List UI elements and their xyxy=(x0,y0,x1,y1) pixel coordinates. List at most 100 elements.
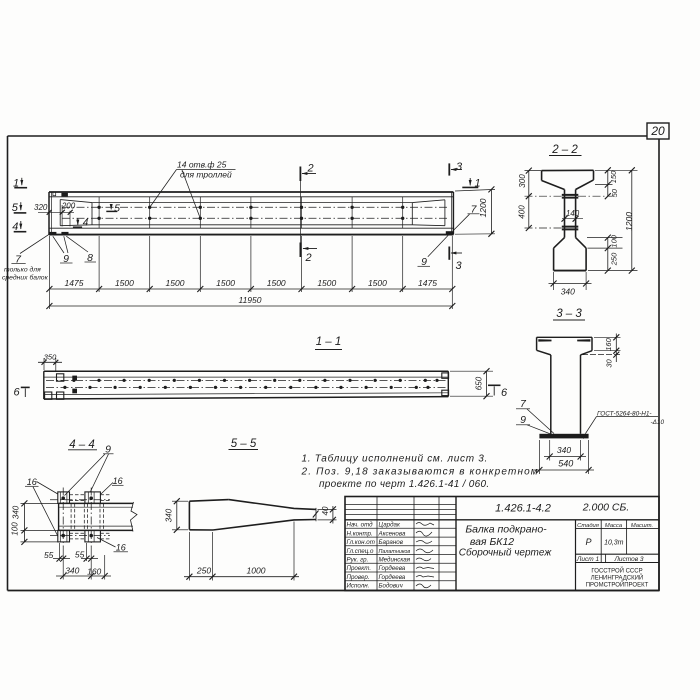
svg-text:1500: 1500 xyxy=(115,278,134,288)
svg-text:40: 40 xyxy=(321,506,330,515)
svg-text:Цардак: Цардак xyxy=(379,522,401,529)
svg-text:1475: 1475 xyxy=(65,278,84,288)
svg-text:6: 6 xyxy=(501,387,508,399)
svg-text:540: 540 xyxy=(558,459,573,469)
svg-text:100: 100 xyxy=(610,234,619,247)
svg-text:3 – 3: 3 – 3 xyxy=(556,308,582,320)
svg-text:340: 340 xyxy=(561,287,575,297)
svg-text:55: 55 xyxy=(44,550,54,560)
svg-text:1.426.1-4.2: 1.426.1-4.2 xyxy=(495,503,551,515)
svg-text:2. Поз. 9,18 заказываются в ко: 2. Поз. 9,18 заказываются в конкретном xyxy=(301,467,539,478)
svg-text:50: 50 xyxy=(610,188,619,197)
svg-text:Масса: Масса xyxy=(605,523,623,529)
svg-text:2 – 2: 2 – 2 xyxy=(551,144,578,156)
svg-text:4: 4 xyxy=(83,218,89,229)
svg-text:Стадия: Стадия xyxy=(577,523,599,529)
svg-text:340: 340 xyxy=(557,445,571,455)
svg-text:150: 150 xyxy=(609,170,618,183)
svg-text:Проект.: Проект. xyxy=(347,565,372,572)
svg-text:16: 16 xyxy=(113,476,123,486)
svg-text:9: 9 xyxy=(63,253,69,265)
svg-text:9: 9 xyxy=(520,414,526,426)
svg-text:Бодович: Бодович xyxy=(379,583,404,590)
svg-text:300: 300 xyxy=(518,174,527,188)
svg-text:4 – 4: 4 – 4 xyxy=(69,439,95,451)
svg-text:Рук. гр.: Рук. гр. xyxy=(347,557,369,564)
svg-text:Исполн.: Исполн. xyxy=(347,583,370,590)
svg-text:ГОССТРОЙ СССР: ГОССТРОЙ СССР xyxy=(591,567,642,575)
svg-text:3: 3 xyxy=(456,161,463,173)
svg-text:1500: 1500 xyxy=(317,278,336,288)
svg-text:340: 340 xyxy=(165,508,174,522)
svg-text:7: 7 xyxy=(471,204,478,216)
svg-text:340: 340 xyxy=(12,505,21,519)
svg-text:для троллей: для троллей xyxy=(180,170,232,180)
svg-text:Листов 3: Листов 3 xyxy=(613,556,643,563)
svg-text:ПРОМСТРОЙПРОЕКТ: ПРОМСТРОЙПРОЕКТ xyxy=(586,581,649,589)
svg-text:1475: 1475 xyxy=(418,278,437,288)
svg-text:2: 2 xyxy=(306,163,313,175)
svg-text:1: 1 xyxy=(474,178,480,190)
svg-text:5: 5 xyxy=(12,202,19,214)
svg-text:7: 7 xyxy=(520,398,527,410)
svg-text:Гордеева: Гордеева xyxy=(379,574,406,581)
svg-text:1500: 1500 xyxy=(368,278,387,288)
svg-text:Гл.кон.от: Гл.кон.от xyxy=(347,539,375,546)
svg-text:11950: 11950 xyxy=(238,295,261,305)
svg-text:проекте по черт 1.426.1-41 / 0: проекте по черт 1.426.1-41 / 060. xyxy=(319,479,489,490)
svg-text:средних балок: средних балок xyxy=(2,274,49,282)
svg-text:10,3т: 10,3т xyxy=(604,540,624,547)
svg-text:100: 100 xyxy=(11,522,20,536)
svg-text:Р: Р xyxy=(585,537,591,547)
svg-text:Провер.: Провер. xyxy=(347,574,370,581)
svg-text:1500: 1500 xyxy=(216,278,235,288)
svg-text:Палатников: Палатников xyxy=(379,549,411,555)
svg-text:1: 1 xyxy=(13,178,19,190)
svg-text:-Δ10: -Δ10 xyxy=(651,419,665,426)
svg-text:14 отв.ф 25: 14 отв.ф 25 xyxy=(177,160,227,170)
svg-text:Гордеева: Гордеева xyxy=(379,565,406,572)
svg-text:Мединская: Мединская xyxy=(379,557,411,564)
svg-text:30: 30 xyxy=(605,359,614,368)
svg-text:Баранов: Баранов xyxy=(379,539,404,546)
svg-text:ГОСТ-5264-80-Н1-: ГОСТ-5264-80-Н1- xyxy=(597,411,652,418)
svg-text:ЛЕНИНГРАДСКИЙ: ЛЕНИНГРАДСКИЙ xyxy=(591,574,644,582)
svg-text:250: 250 xyxy=(196,566,211,576)
svg-text:16: 16 xyxy=(27,477,37,487)
svg-text:1. Таблицу исполнений см. лис: 1. Таблицу исполнений см. лист 3. xyxy=(302,453,488,465)
svg-text:9: 9 xyxy=(105,444,111,456)
svg-text:4: 4 xyxy=(12,221,18,233)
svg-text:6: 6 xyxy=(13,387,20,399)
svg-text:Лист 1: Лист 1 xyxy=(576,556,600,563)
svg-text:Масшт.: Масшт. xyxy=(631,523,653,529)
svg-text:1 – 1: 1 – 1 xyxy=(316,336,342,348)
svg-text:20: 20 xyxy=(650,124,665,138)
svg-text:5: 5 xyxy=(114,203,120,215)
svg-text:вая БК12: вая БК12 xyxy=(470,536,514,548)
svg-text:2: 2 xyxy=(304,252,311,264)
svg-text:7: 7 xyxy=(15,254,22,266)
svg-text:2.000 СБ.: 2.000 СБ. xyxy=(582,502,630,514)
svg-text:3: 3 xyxy=(455,260,462,272)
svg-text:200: 200 xyxy=(61,202,76,211)
svg-text:140: 140 xyxy=(566,209,580,218)
svg-text:160: 160 xyxy=(87,567,101,577)
svg-text:1000: 1000 xyxy=(247,566,266,576)
svg-text:160: 160 xyxy=(604,337,613,350)
svg-text:16: 16 xyxy=(116,543,126,553)
svg-text:1500: 1500 xyxy=(267,278,286,288)
svg-text:8: 8 xyxy=(87,252,93,264)
svg-text:1200: 1200 xyxy=(624,212,634,231)
svg-text:только для: только для xyxy=(4,266,41,274)
svg-text:1200: 1200 xyxy=(478,198,488,217)
svg-text:Сборочный чертеж: Сборочный чертеж xyxy=(459,547,553,559)
svg-text:Н.контр.: Н.контр. xyxy=(347,530,373,537)
svg-text:650: 650 xyxy=(475,376,484,390)
svg-text:Аксенова: Аксенова xyxy=(378,530,406,537)
svg-text:55: 55 xyxy=(75,550,85,560)
svg-text:250: 250 xyxy=(610,252,619,266)
svg-text:Гл.спец.о: Гл.спец.о xyxy=(347,548,374,555)
svg-text:Балка подкрано-: Балка подкрано- xyxy=(465,524,547,536)
svg-text:320: 320 xyxy=(34,203,48,212)
svg-text:1500: 1500 xyxy=(166,278,185,288)
